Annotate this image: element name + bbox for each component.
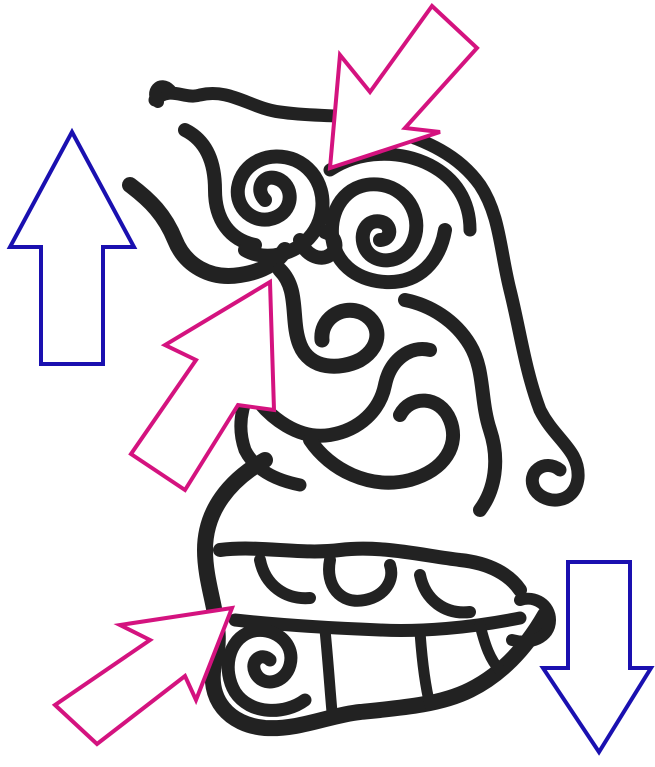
bottom-diagonal-arrow-icon xyxy=(55,608,232,744)
glyph-mid-left xyxy=(280,270,377,366)
up-arrow-icon xyxy=(10,132,134,364)
down-arrow-icon xyxy=(543,562,651,752)
glyph-bottom-spiral xyxy=(228,630,305,710)
glyph-right-eye xyxy=(332,184,445,282)
top-diagonal-arrow-icon xyxy=(330,6,477,168)
glyph-lower-cells xyxy=(260,560,470,612)
